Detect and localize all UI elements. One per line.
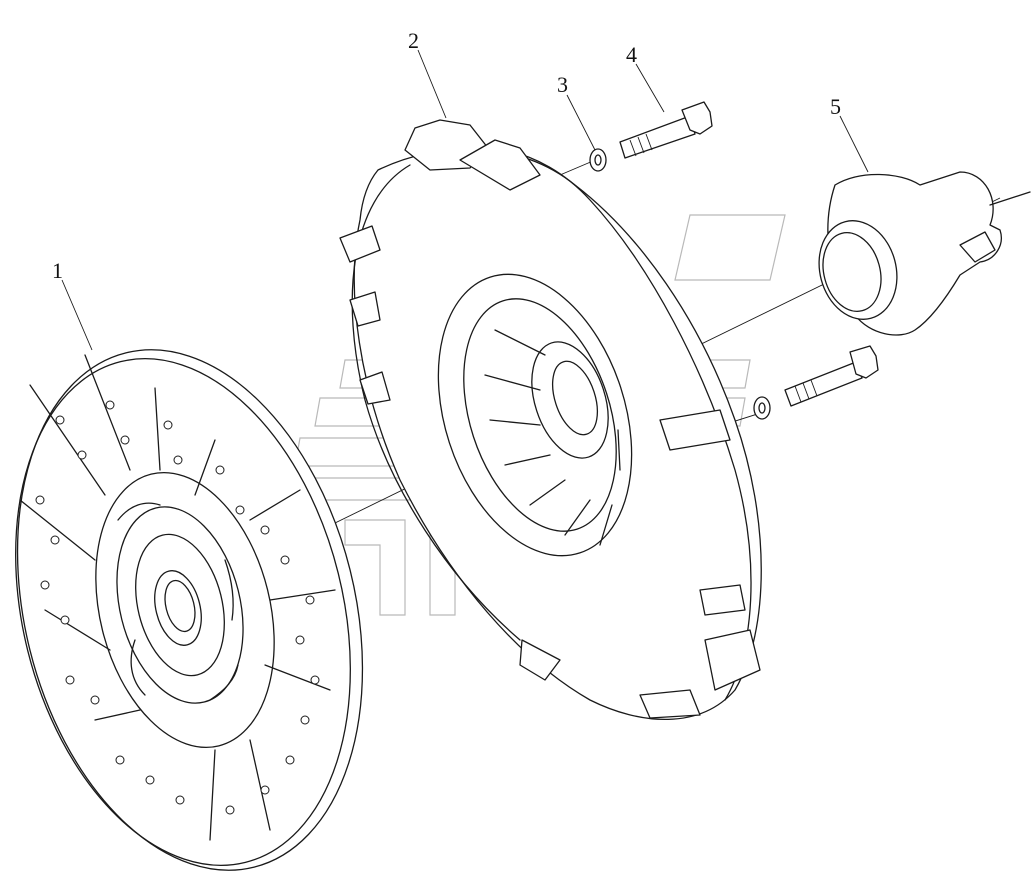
pressure-plate-cover [339, 119, 762, 721]
callout-3: 3 [557, 72, 568, 97]
bolt [619, 101, 879, 407]
release-bearing [818, 171, 1031, 336]
washer [589, 148, 771, 420]
clutch-disc [15, 349, 364, 871]
callout-2: 2 [408, 28, 419, 53]
callout-5: 5 [830, 94, 841, 119]
callout-4: 4 [626, 42, 637, 67]
leader-lines [61, 49, 869, 351]
callout-1: 1 [52, 258, 63, 283]
